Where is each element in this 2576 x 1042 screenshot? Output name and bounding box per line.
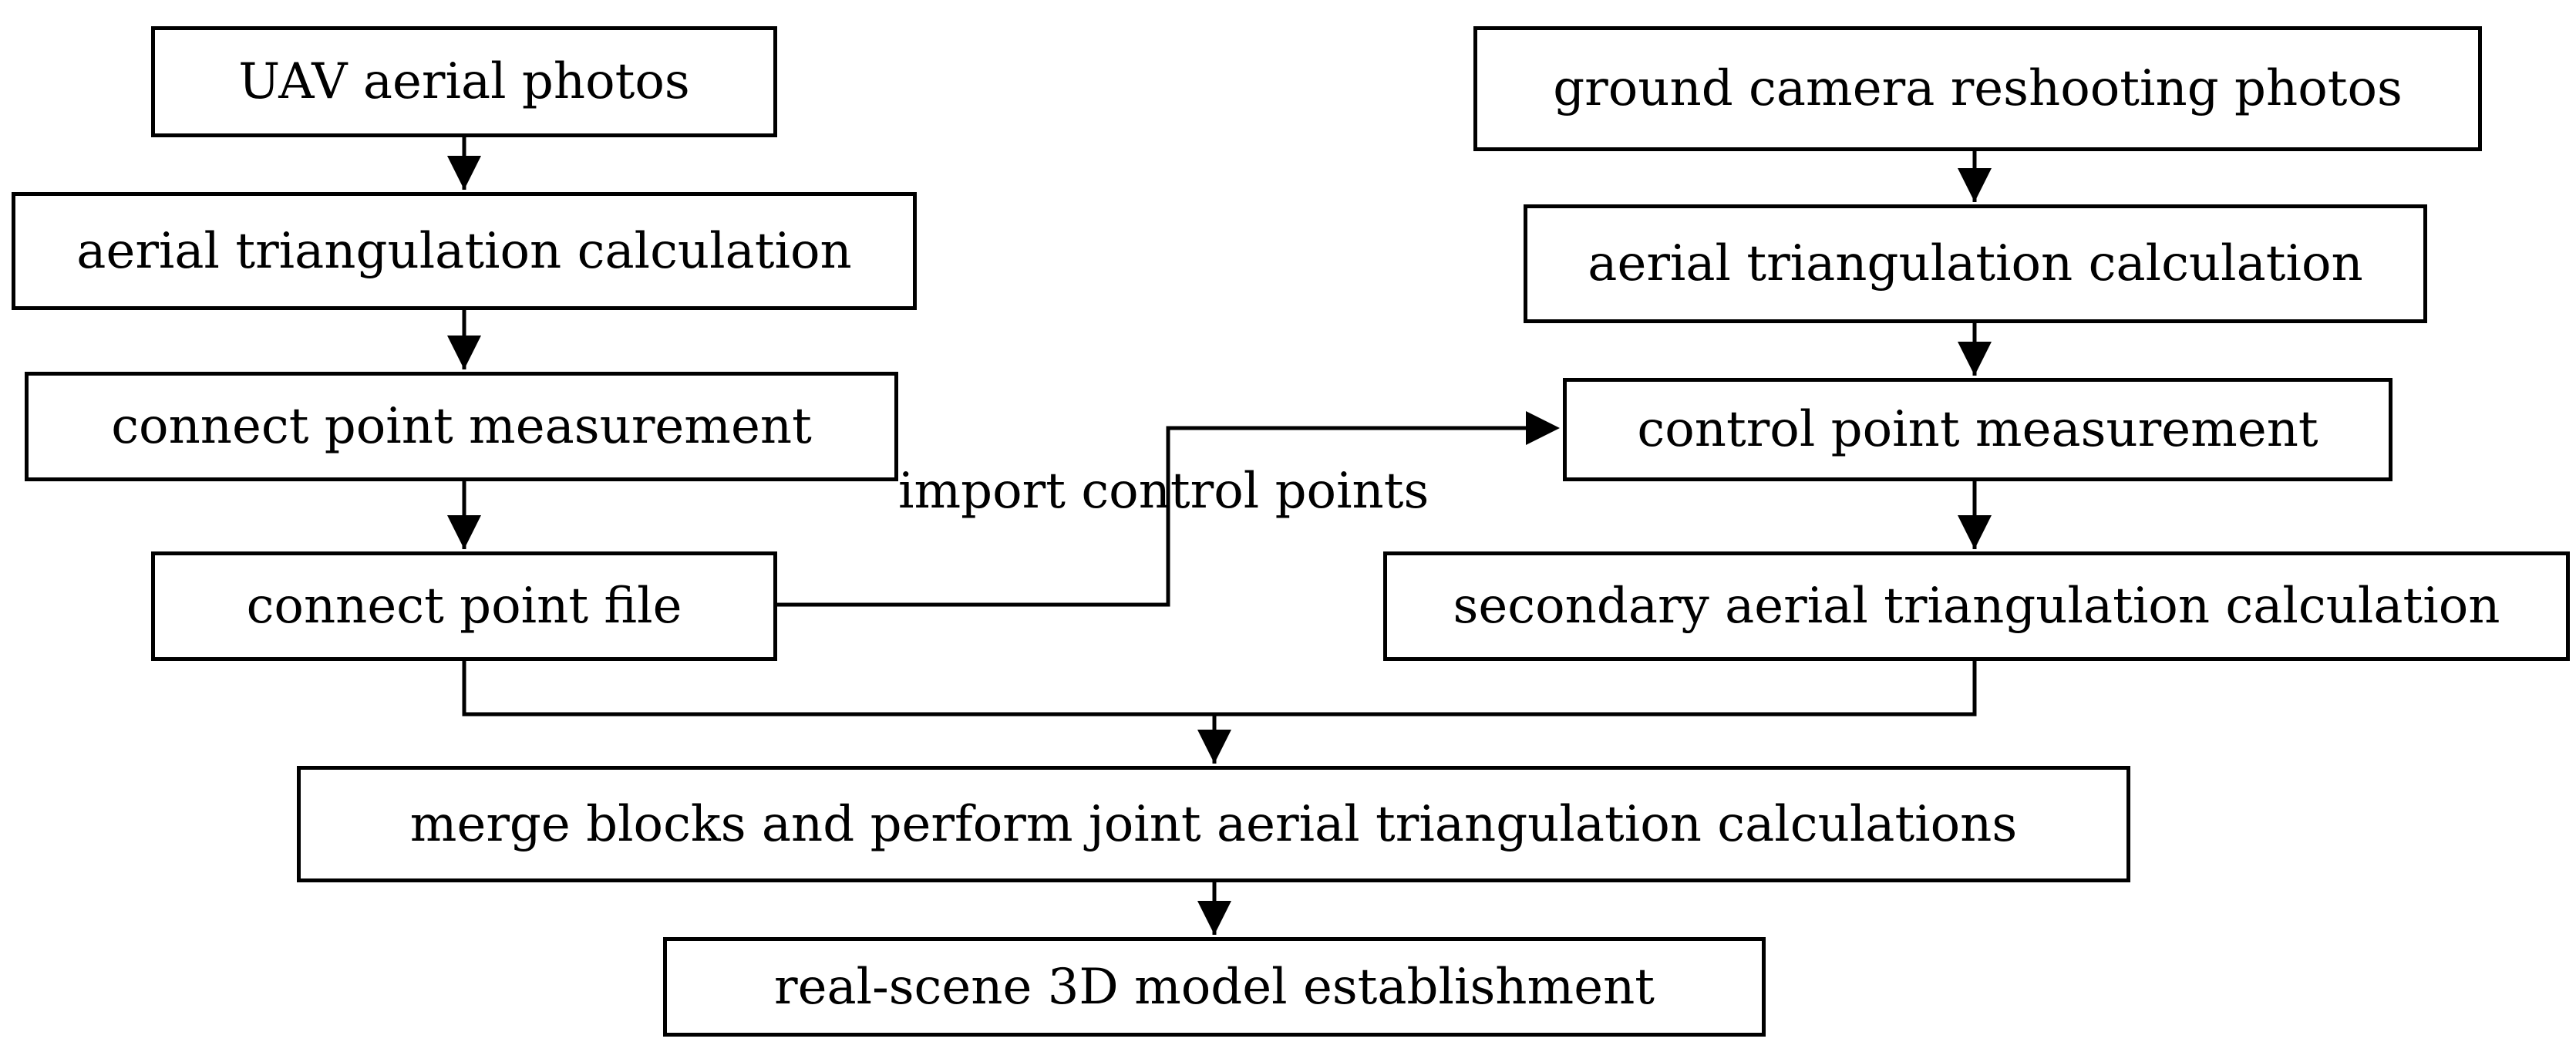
node-uav-aerial-photos-label: UAV aerial photos: [238, 53, 690, 110]
node-ground-camera-photos-label: ground camera reshooting photos: [1553, 60, 2403, 117]
node-connect-point-file-label: connect point file: [246, 578, 682, 635]
label-import-control-points: import control points: [898, 463, 1429, 520]
node-aerial-triangulation-right: aerial triangulation calculation: [1524, 204, 2427, 323]
node-secondary-aerial-triangulation: secondary aerial triangulation calculati…: [1383, 551, 2570, 661]
node-connect-point-measurement-label: connect point measurement: [111, 398, 812, 455]
node-real-scene-3d-model: real-scene 3D model establishment: [663, 937, 1766, 1037]
arrowhead-ground-to-aerial-right: [1958, 168, 1992, 202]
node-aerial-triangulation-left: aerial triangulation calculation: [12, 192, 917, 310]
arrowhead-aerial-right-to-control-measure: [1958, 342, 1992, 376]
node-real-scene-3d-model-label: real-scene 3D model establishment: [773, 958, 1655, 1016]
arrowhead-connect-measure-to-file: [447, 515, 481, 549]
node-ground-camera-photos: ground camera reshooting photos: [1473, 26, 2482, 151]
node-connect-point-measurement: connect point measurement: [25, 372, 898, 481]
node-control-point-measurement: control point measurement: [1563, 378, 2392, 481]
node-aerial-triangulation-right-label: aerial triangulation calculation: [1588, 235, 2363, 292]
arrowhead-blocks-to-model: [1197, 901, 1231, 935]
node-control-point-measurement-label: control point measurement: [1637, 401, 2318, 458]
merge-line: [462, 661, 1977, 717]
arrowhead-merge-to-blocks: [1197, 730, 1231, 764]
node-connect-point-file: connect point file: [151, 551, 777, 661]
arrow-connect-file-to-control-measure: [773, 426, 1530, 607]
arrowhead-connect-file-to-control-measure: [1526, 411, 1560, 445]
node-merge-blocks-label: merge blocks and perform joint aerial tr…: [409, 795, 2018, 853]
arrowhead-aerial-to-connect-measure: [447, 336, 481, 369]
node-merge-blocks: merge blocks and perform joint aerial tr…: [297, 766, 2130, 882]
node-uav-aerial-photos: UAV aerial photos: [151, 26, 777, 137]
node-secondary-aerial-triangulation-label: secondary aerial triangulation calculati…: [1453, 578, 2500, 635]
node-aerial-triangulation-left-label: aerial triangulation calculation: [76, 222, 852, 280]
arrowhead-control-measure-to-secondary: [1958, 515, 1992, 549]
label-import-control-points-text: import control points: [898, 463, 1429, 520]
arrowhead-uav-to-aerial-left: [447, 156, 481, 190]
